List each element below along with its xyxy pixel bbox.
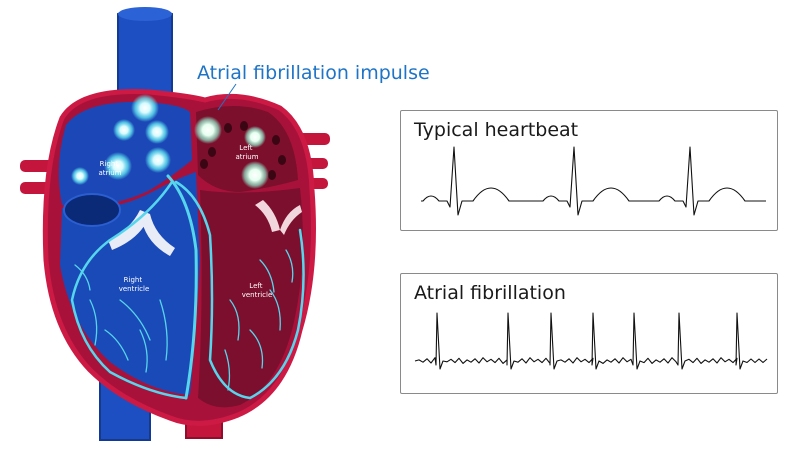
right-atrium-label: Right atrium <box>98 160 121 177</box>
mitral-valve <box>255 200 302 235</box>
ectopic-impulses <box>71 94 269 189</box>
tricuspid-valve <box>108 210 175 256</box>
left-atrium-label: Left atrium <box>235 144 258 161</box>
ecg-irregular-waveform <box>414 312 768 370</box>
panel-title-typical: Typical heartbeat <box>414 119 579 141</box>
panel-title-afib: Atrial fibrillation <box>414 282 566 304</box>
callout-pointer <box>217 83 237 111</box>
coronary-opening <box>63 193 121 227</box>
callout-atrial-fibrillation-impulse: Atrial fibrillation impulse <box>197 62 430 84</box>
ecg-afib-trace <box>414 312 768 370</box>
panel-typical-heartbeat: Typical heartbeat <box>400 110 778 231</box>
left-ventricle-label: Left ventricle <box>242 282 273 299</box>
right-ventricle <box>60 172 200 395</box>
ecg-regular-waveform <box>421 146 766 216</box>
conduction-pathways <box>70 174 305 400</box>
left-ventricle <box>198 188 303 408</box>
right-ventricle-label: Right ventricle <box>119 276 150 293</box>
panel-atrial-fibrillation: Atrial fibrillation <box>400 273 778 394</box>
vena-cava-opening <box>118 7 172 21</box>
ecg-typical-trace <box>421 146 766 216</box>
